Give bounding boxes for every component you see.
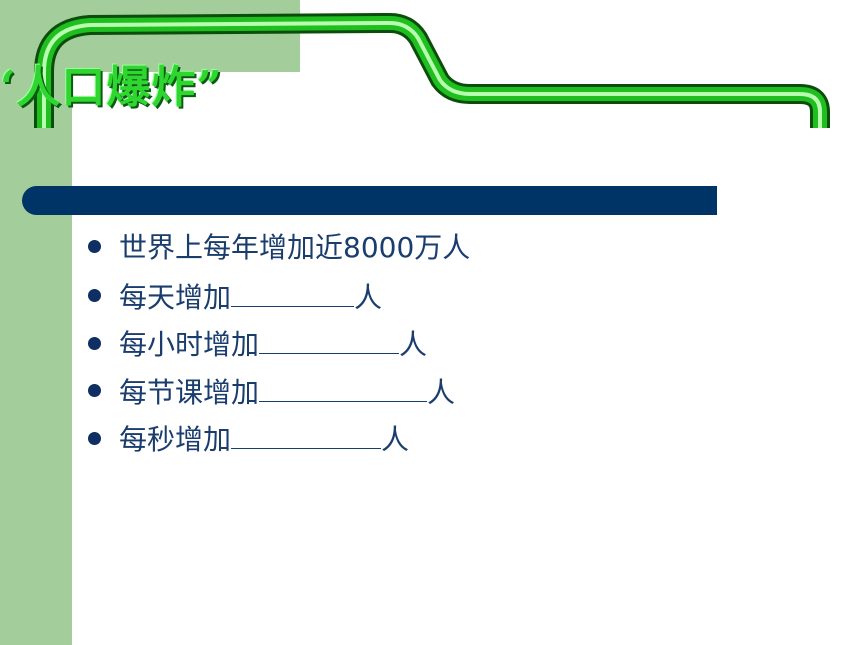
bullet-text: 每小时增加 [119,328,260,361]
bullet-text: 每节课增加 [119,375,260,409]
fill-in-blank [259,323,400,354]
slide-title: ‘人口爆炸” [0,62,223,113]
title-underline-bar [22,186,717,215]
bullet-list: 世界上每年增加近8000万人 每天增加人 每小时增加人 每节课增加人 每秒增加人 [88,228,470,466]
bullet-suffix: 人 [381,423,410,456]
bullet-item: 每天增加 人 [88,276,470,324]
bullet-item: 每节课增加 人 [88,371,470,419]
bullet-text: 每天增加 [119,280,232,314]
fill-in-blank [259,371,428,402]
bullet-dot-icon [88,336,101,350]
bullet-item: 每秒增加 人 [88,418,470,466]
bullet-dot-icon [88,289,101,302]
fill-in-blank [231,418,382,449]
bullet-dot-icon [88,384,101,397]
bullet-item: 世界上每年增加近8000万人 [88,228,470,276]
green-tube-decoration [34,13,830,128]
fill-in-blank [231,276,355,307]
bullet-text: 每秒增加 [119,423,232,456]
bullet-item: 每小时增加 人 [88,323,470,371]
bullet-suffix: 人 [427,375,456,409]
bullet-suffix: 人 [354,280,383,314]
bullet-dot-icon [88,239,101,253]
bullet-text: 世界上每年增加近8000万人 [119,231,471,264]
bullet-suffix: 人 [399,328,428,361]
bullet-dot-icon [88,431,101,445]
